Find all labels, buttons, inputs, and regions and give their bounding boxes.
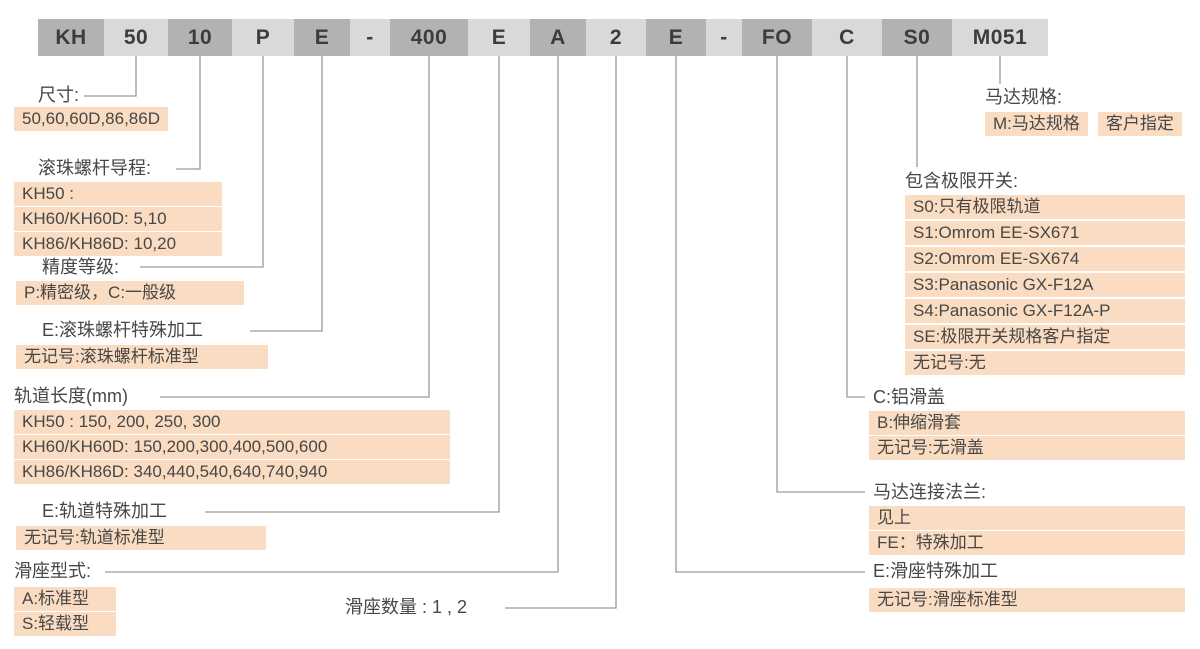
leader-motor-flange (776, 56, 865, 493)
options-ball-screw-lead: KH50 : KH60/KH60D: 5,10 KH86/KH86D: 10,2… (14, 182, 222, 257)
code-segment-rail-special: E (491, 25, 507, 49)
option-item: P:精密级，C:一般级 (16, 281, 244, 305)
leader-slider-type (105, 56, 559, 573)
option-item: KH60/KH60D: 5,10 (14, 207, 222, 231)
label-slide-cover: C:铝滑盖 (873, 387, 945, 407)
code-segment-rail-length: 400 (390, 19, 468, 56)
option-item: S1:Omrom EE-SX671 (905, 221, 1185, 245)
option-item: A:标准型 (14, 587, 116, 611)
option-item: S4:Panasonic GX-F12A-P (905, 299, 1185, 323)
code-segment-series: KH (38, 19, 104, 56)
leader-slider-special (675, 56, 865, 573)
label-motor-spec: 马达规格: (985, 87, 1063, 107)
option-item: KH86/KH86D: 340,440,540,640,740,940 (14, 460, 450, 484)
option-item: KH86/KH86D: 10,20 (14, 232, 222, 256)
leader-ball-screw-lead (176, 56, 201, 170)
option-item: 客户指定 (1097, 112, 1182, 136)
model-code-bar: KH 50 10 P E - 400 E A 2 E - FO C S0 M05… (38, 19, 1048, 56)
option-item: 见上 (869, 506, 1185, 530)
option-item: S0:只有极限轨道 (905, 195, 1185, 219)
code-segment-screw-special: E (294, 19, 350, 56)
options-size: 50,60,60D,86,86D (14, 107, 168, 132)
option-item: B:伸缩滑套 (869, 411, 1185, 435)
options-slide-cover: B:伸缩滑套 无记号:无滑盖 (869, 411, 1185, 461)
label-size: 尺寸: (38, 85, 80, 105)
label-ball-screw-lead: 滚珠螺杆导程: (38, 158, 152, 178)
label-rail-special: E:轨道特殊加工 (42, 501, 168, 521)
code-segment-cover: C (839, 25, 855, 49)
label-slider-special: E:滑座特殊加工 (873, 561, 999, 581)
label-accuracy-grade: 精度等级: (42, 257, 120, 277)
option-item: 无记号:轨道标准型 (16, 526, 266, 550)
option-item: S3:Panasonic GX-F12A (905, 273, 1185, 297)
code-segment-slider-special: E (646, 19, 706, 56)
label-rail-length: 轨道长度(mm) (14, 386, 128, 406)
code-segment-slider-count: 2 (609, 25, 623, 49)
options-limit-switch: S0:只有极限轨道 S1:Omrom EE-SX671 S2:Omrom EE-… (905, 195, 1185, 377)
leader-slide-cover (846, 56, 865, 398)
options-rail-special: 无记号:轨道标准型 (16, 526, 266, 551)
code-segment-accuracy: P (255, 25, 271, 49)
label-limit-switch: 包含极限开关: (905, 171, 1019, 191)
leader-ball-screw-special (250, 56, 323, 332)
options-motor-flange: 见上 FE：特殊加工 (869, 506, 1185, 556)
code-segment-slider-type: A (530, 19, 586, 56)
option-item: S:轻载型 (14, 612, 116, 636)
leader-size (84, 56, 137, 97)
options-slider-special: 无记号:滑座标准型 (869, 588, 1185, 613)
options-slider-type: A:标准型 S:轻载型 (14, 587, 116, 637)
label-motor-flange: 马达连接法兰: (873, 482, 987, 502)
option-item: KH60/KH60D: 150,200,300,400,500,600 (14, 435, 450, 459)
option-item: SE:极限开关规格客户指定 (905, 325, 1185, 349)
option-item: S2:Omrom EE-SX674 (905, 247, 1185, 271)
option-item: KH50 : 150, 200, 250, 300 (14, 410, 450, 434)
code-segment-dash-1: - (366, 25, 374, 49)
label-ball-screw-special: E:滚珠螺杆特殊加工 (42, 320, 204, 340)
option-item: M:马达规格 (985, 112, 1088, 136)
options-accuracy-grade: P:精密级，C:一般级 (16, 281, 244, 306)
option-item: 无记号:滑座标准型 (869, 588, 1185, 612)
label-slider-type: 滑座型式: (14, 561, 92, 581)
options-ball-screw-special: 无记号:滚珠螺杆标准型 (16, 345, 268, 370)
option-item: 50,60,60D,86,86D (14, 107, 168, 131)
options-rail-length: KH50 : 150, 200, 250, 300 KH60/KH60D: 15… (14, 410, 450, 485)
option-item: 无记号:滚珠螺杆标准型 (16, 345, 268, 369)
option-item: FE：特殊加工 (869, 531, 1185, 555)
options-motor-spec: M:马达规格客户指定 (985, 112, 1182, 137)
option-item: KH50 : (14, 182, 222, 206)
option-item: 无记号:无 (905, 351, 1185, 375)
leader-slider-count (505, 56, 617, 609)
code-segment-size: 50 (123, 25, 149, 49)
label-slider-count: 滑座数量 : 1 , 2 (345, 597, 468, 617)
code-segment-lead: 10 (168, 19, 232, 56)
code-segment-limit-switch: S0 (882, 19, 952, 56)
code-segment-motor: M051 (972, 25, 1028, 49)
code-segment-flange: FO (742, 19, 812, 56)
option-item: 无记号:无滑盖 (869, 436, 1185, 460)
code-segment-dash-2: - (720, 25, 728, 49)
